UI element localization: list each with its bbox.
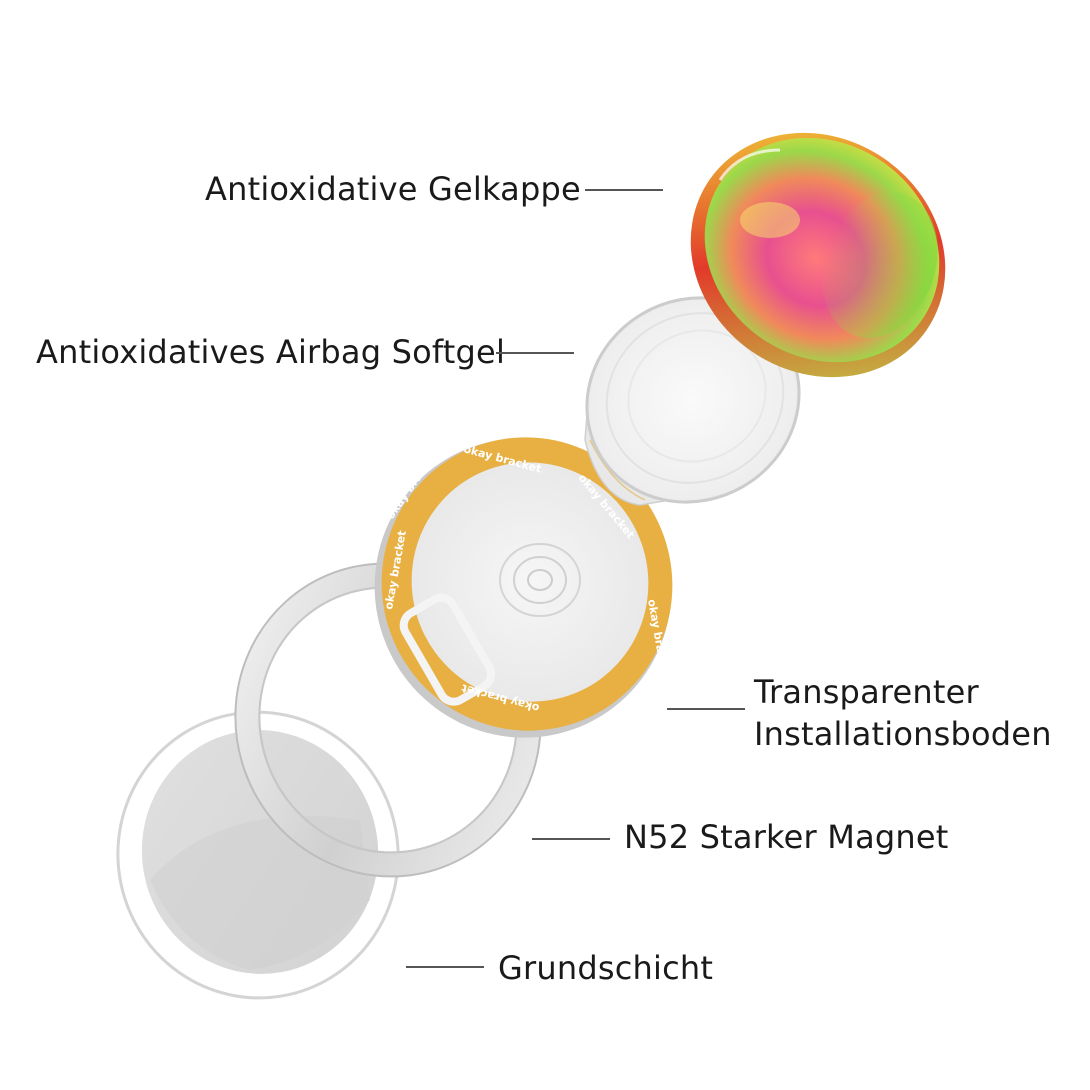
leader-line-gel-cap: [585, 189, 663, 191]
label-base-layer: Grundschicht: [498, 949, 714, 987]
label-airbag-softgel: Antioxidatives Airbag Softgel: [36, 333, 506, 371]
label-installation-base-line2: Installationsboden: [754, 715, 1052, 753]
leader-line-magnet: [532, 838, 610, 840]
gel-cap: [690, 132, 946, 378]
label-magnet: N52 Starker Magnet: [624, 818, 949, 856]
label-gel-cap: Antioxidative Gelkappe: [205, 170, 581, 208]
airbag-softgel: [584, 296, 801, 506]
label-installation-base-line1: Transparenter: [754, 673, 979, 711]
leader-line-base-layer: [406, 966, 484, 968]
installation-base: okay bracket okay bracket okay bracket o…: [374, 437, 673, 749]
leader-line-installation-base: [667, 708, 745, 710]
leader-line-airbag-softgel: [496, 352, 574, 354]
